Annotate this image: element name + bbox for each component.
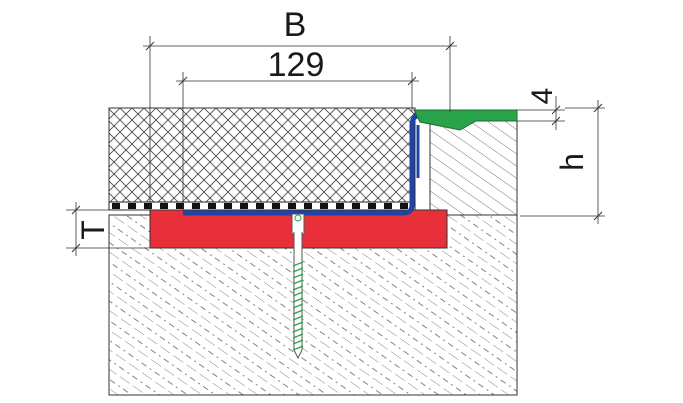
membrane-check	[272, 203, 280, 209]
membrane-check	[208, 203, 216, 209]
dimension-h: h	[520, 100, 605, 224]
screw-thread	[292, 333, 304, 339]
screw-thread	[292, 339, 304, 345]
membrane-check	[288, 203, 296, 209]
screw-thread	[292, 291, 304, 297]
membrane-check	[128, 203, 136, 209]
membrane-check	[336, 203, 344, 209]
dimension-129-label: 129	[268, 46, 325, 84]
screw-thread	[292, 345, 304, 351]
dimension-t-label: T	[75, 220, 111, 240]
dimension-h-label: h	[554, 153, 590, 171]
membrane-check	[368, 203, 376, 209]
screw-thread	[292, 279, 304, 285]
membrane-check	[256, 203, 264, 209]
membrane-check	[320, 203, 328, 209]
screw-thread	[292, 267, 304, 273]
dimension-t: T	[66, 202, 150, 256]
membrane-check	[160, 203, 168, 209]
membrane-check	[192, 203, 200, 209]
dimension-4-label: 4	[526, 88, 559, 105]
dimension-b: B	[143, 6, 457, 215]
membrane-check	[224, 203, 232, 209]
dimension-129: 129	[176, 46, 419, 210]
membrane-check	[240, 203, 248, 209]
screw-thread	[292, 315, 304, 321]
membrane-check	[112, 203, 120, 209]
screw-thread	[292, 285, 304, 291]
dimension-4: 4	[517, 88, 565, 130]
membrane-strip	[108, 201, 416, 211]
membrane-check	[144, 203, 152, 209]
screw-thread	[292, 261, 304, 267]
dimension-b-label: B	[284, 6, 307, 44]
screw-thread	[292, 321, 304, 327]
right-tile-block	[429, 117, 518, 216]
membrane-check	[384, 203, 392, 209]
upper-tile-block	[108, 107, 416, 203]
screw-thread	[292, 303, 304, 309]
screw-thread	[292, 309, 304, 315]
membrane-check	[176, 203, 184, 209]
membrane-check	[304, 203, 312, 209]
membrane-check	[400, 203, 408, 209]
screw	[291, 213, 305, 360]
screw-thread	[292, 297, 304, 303]
screw-thread	[292, 327, 304, 333]
membrane-check	[352, 203, 360, 209]
screw-thread	[292, 273, 304, 279]
